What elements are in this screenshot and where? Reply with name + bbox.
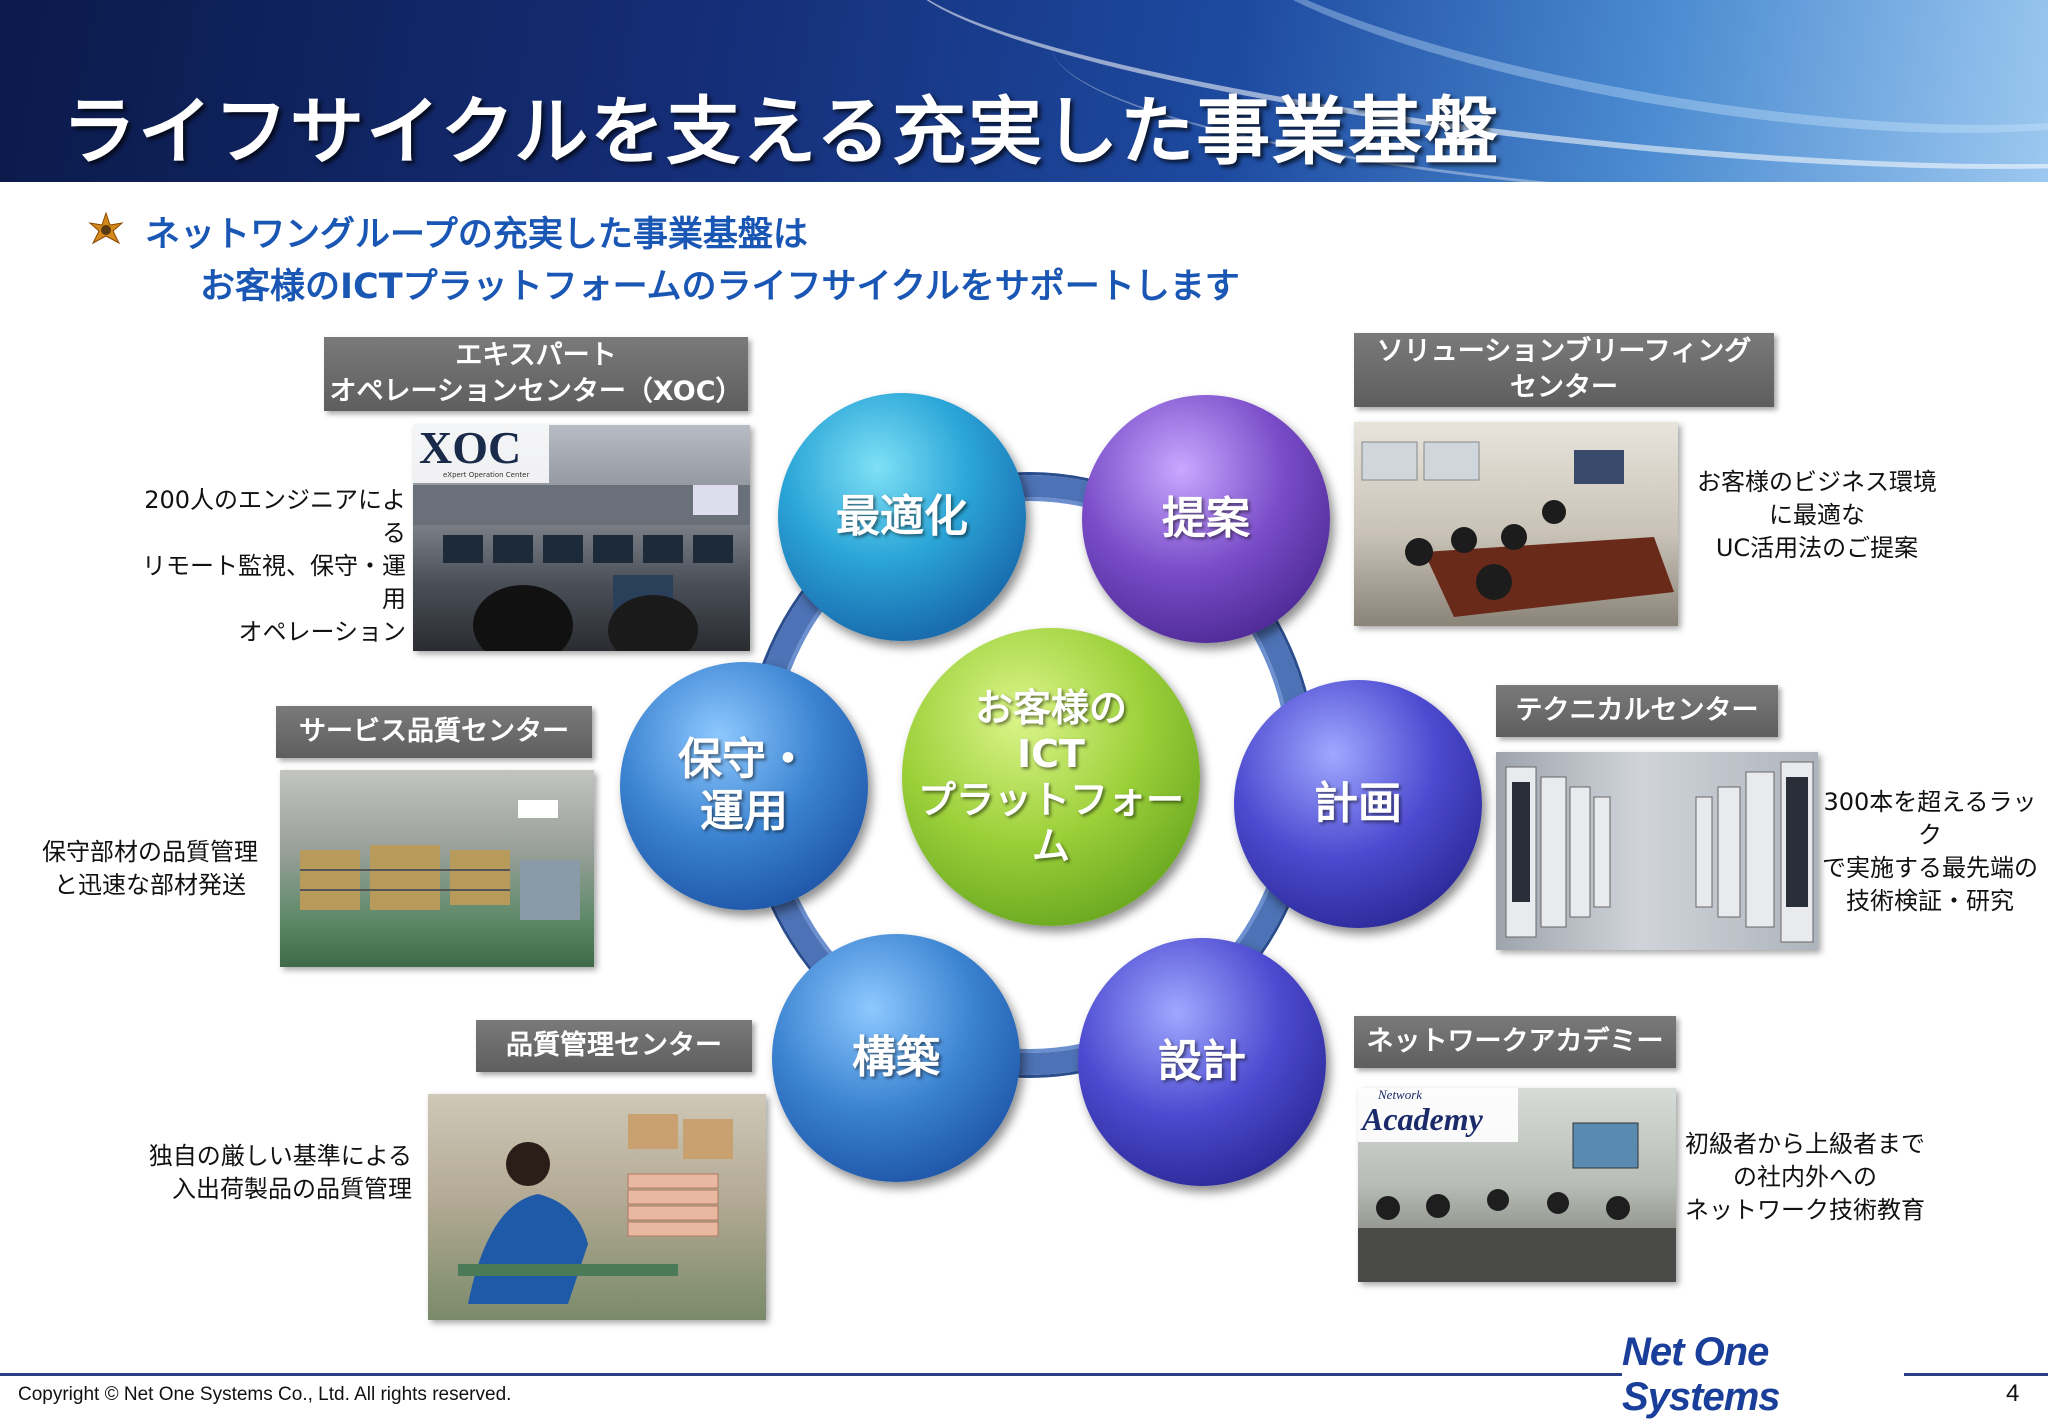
stage-propose-label: 提案 [1162,493,1250,544]
page-number: 4 [2006,1380,2020,1407]
stage-build: 構築 [772,934,1020,1182]
photo-xoc: XOC eXpert Operation Center [413,425,750,651]
stage-plan: 計画 [1234,680,1482,928]
academy-logo: Network Academy [1358,1088,1518,1142]
photo-sbc [1354,422,1678,626]
stage-build-label: 構築 [852,1032,940,1083]
warehouse-illustration [300,800,580,920]
copyright: Copyright © Net One Systems Co., Ltd. Al… [18,1384,512,1405]
classroom-illustration [1358,1122,1676,1282]
stage-design: 設計 [1078,938,1326,1186]
lead-line-2: お客様のICTプラットフォームのライフサイクルをサポートします [200,267,1240,307]
label-technical: テクニカルセンター [1496,685,1778,737]
photo-technical [1496,752,1818,950]
xoc-logo: XOC eXpert Operation Center [413,425,549,483]
stage-maintain: 保守・ 運用 [620,662,868,910]
title-banner: ライフサイクルを支える充実した事業基盤 [0,0,2048,182]
stage-optimize: 最適化 [778,393,1026,641]
server-rack-illustration [1505,761,1814,943]
photo-quality-control [428,1094,766,1320]
label-service-quality: サービス品質センター [276,706,592,758]
center-label: お客様の ICT プラットフォーム [917,686,1184,868]
inspection-illustration [458,1114,733,1304]
desc-sbc: お客様のビジネス環境 に最適な UC活用法のご提案 [1697,468,1937,562]
stage-maintain-label: 保守・ 運用 [678,734,810,837]
label-xoc: エキスパート オペレーションセンター（XOC） [324,337,748,411]
desc-xoc: 200人のエンジニアによる リモート監視、保守・運用 オペレーション [142,486,406,646]
sbc-meeting-illustration [1361,441,1674,617]
stage-optimize-label: 最適化 [836,491,968,542]
label-sbc: ソリューションブリーフィング センター [1354,333,1774,407]
photo-academy: Network Academy [1358,1088,1676,1282]
footer-rule [0,1373,2048,1376]
desc-service-quality: 保守部材の品質管理 と迅速な部材発送 [42,838,258,899]
desc-quality-control: 独自の厳しい基準による 入出荷製品の品質管理 [148,1142,412,1203]
star-burst-icon [88,212,124,245]
photo-service-quality [280,770,594,967]
desc-technical: 300本を超えるラック で実施する最先端の 技術検証・研究 [1822,788,2038,915]
stage-plan-label: 計画 [1314,778,1402,829]
label-quality-control: 品質管理センター [476,1020,752,1072]
xoc-room-illustration [413,485,750,651]
company-logo: Net One Systems [1622,1330,1904,1419]
stage-design-label: 設計 [1158,1036,1246,1087]
stage-propose: 提案 [1082,395,1330,643]
desc-academy: 初級者から上級者まで の社内外への ネットワーク技術教育 [1685,1130,1925,1224]
lead-line-1: ネットワングループの充実した事業基盤は [145,215,808,255]
label-academy: ネットワークアカデミー [1354,1016,1676,1068]
slide-title: ライフサイクルを支える充実した事業基盤 [62,89,1501,175]
center-customer-ict: お客様の ICT プラットフォーム [902,628,1200,926]
